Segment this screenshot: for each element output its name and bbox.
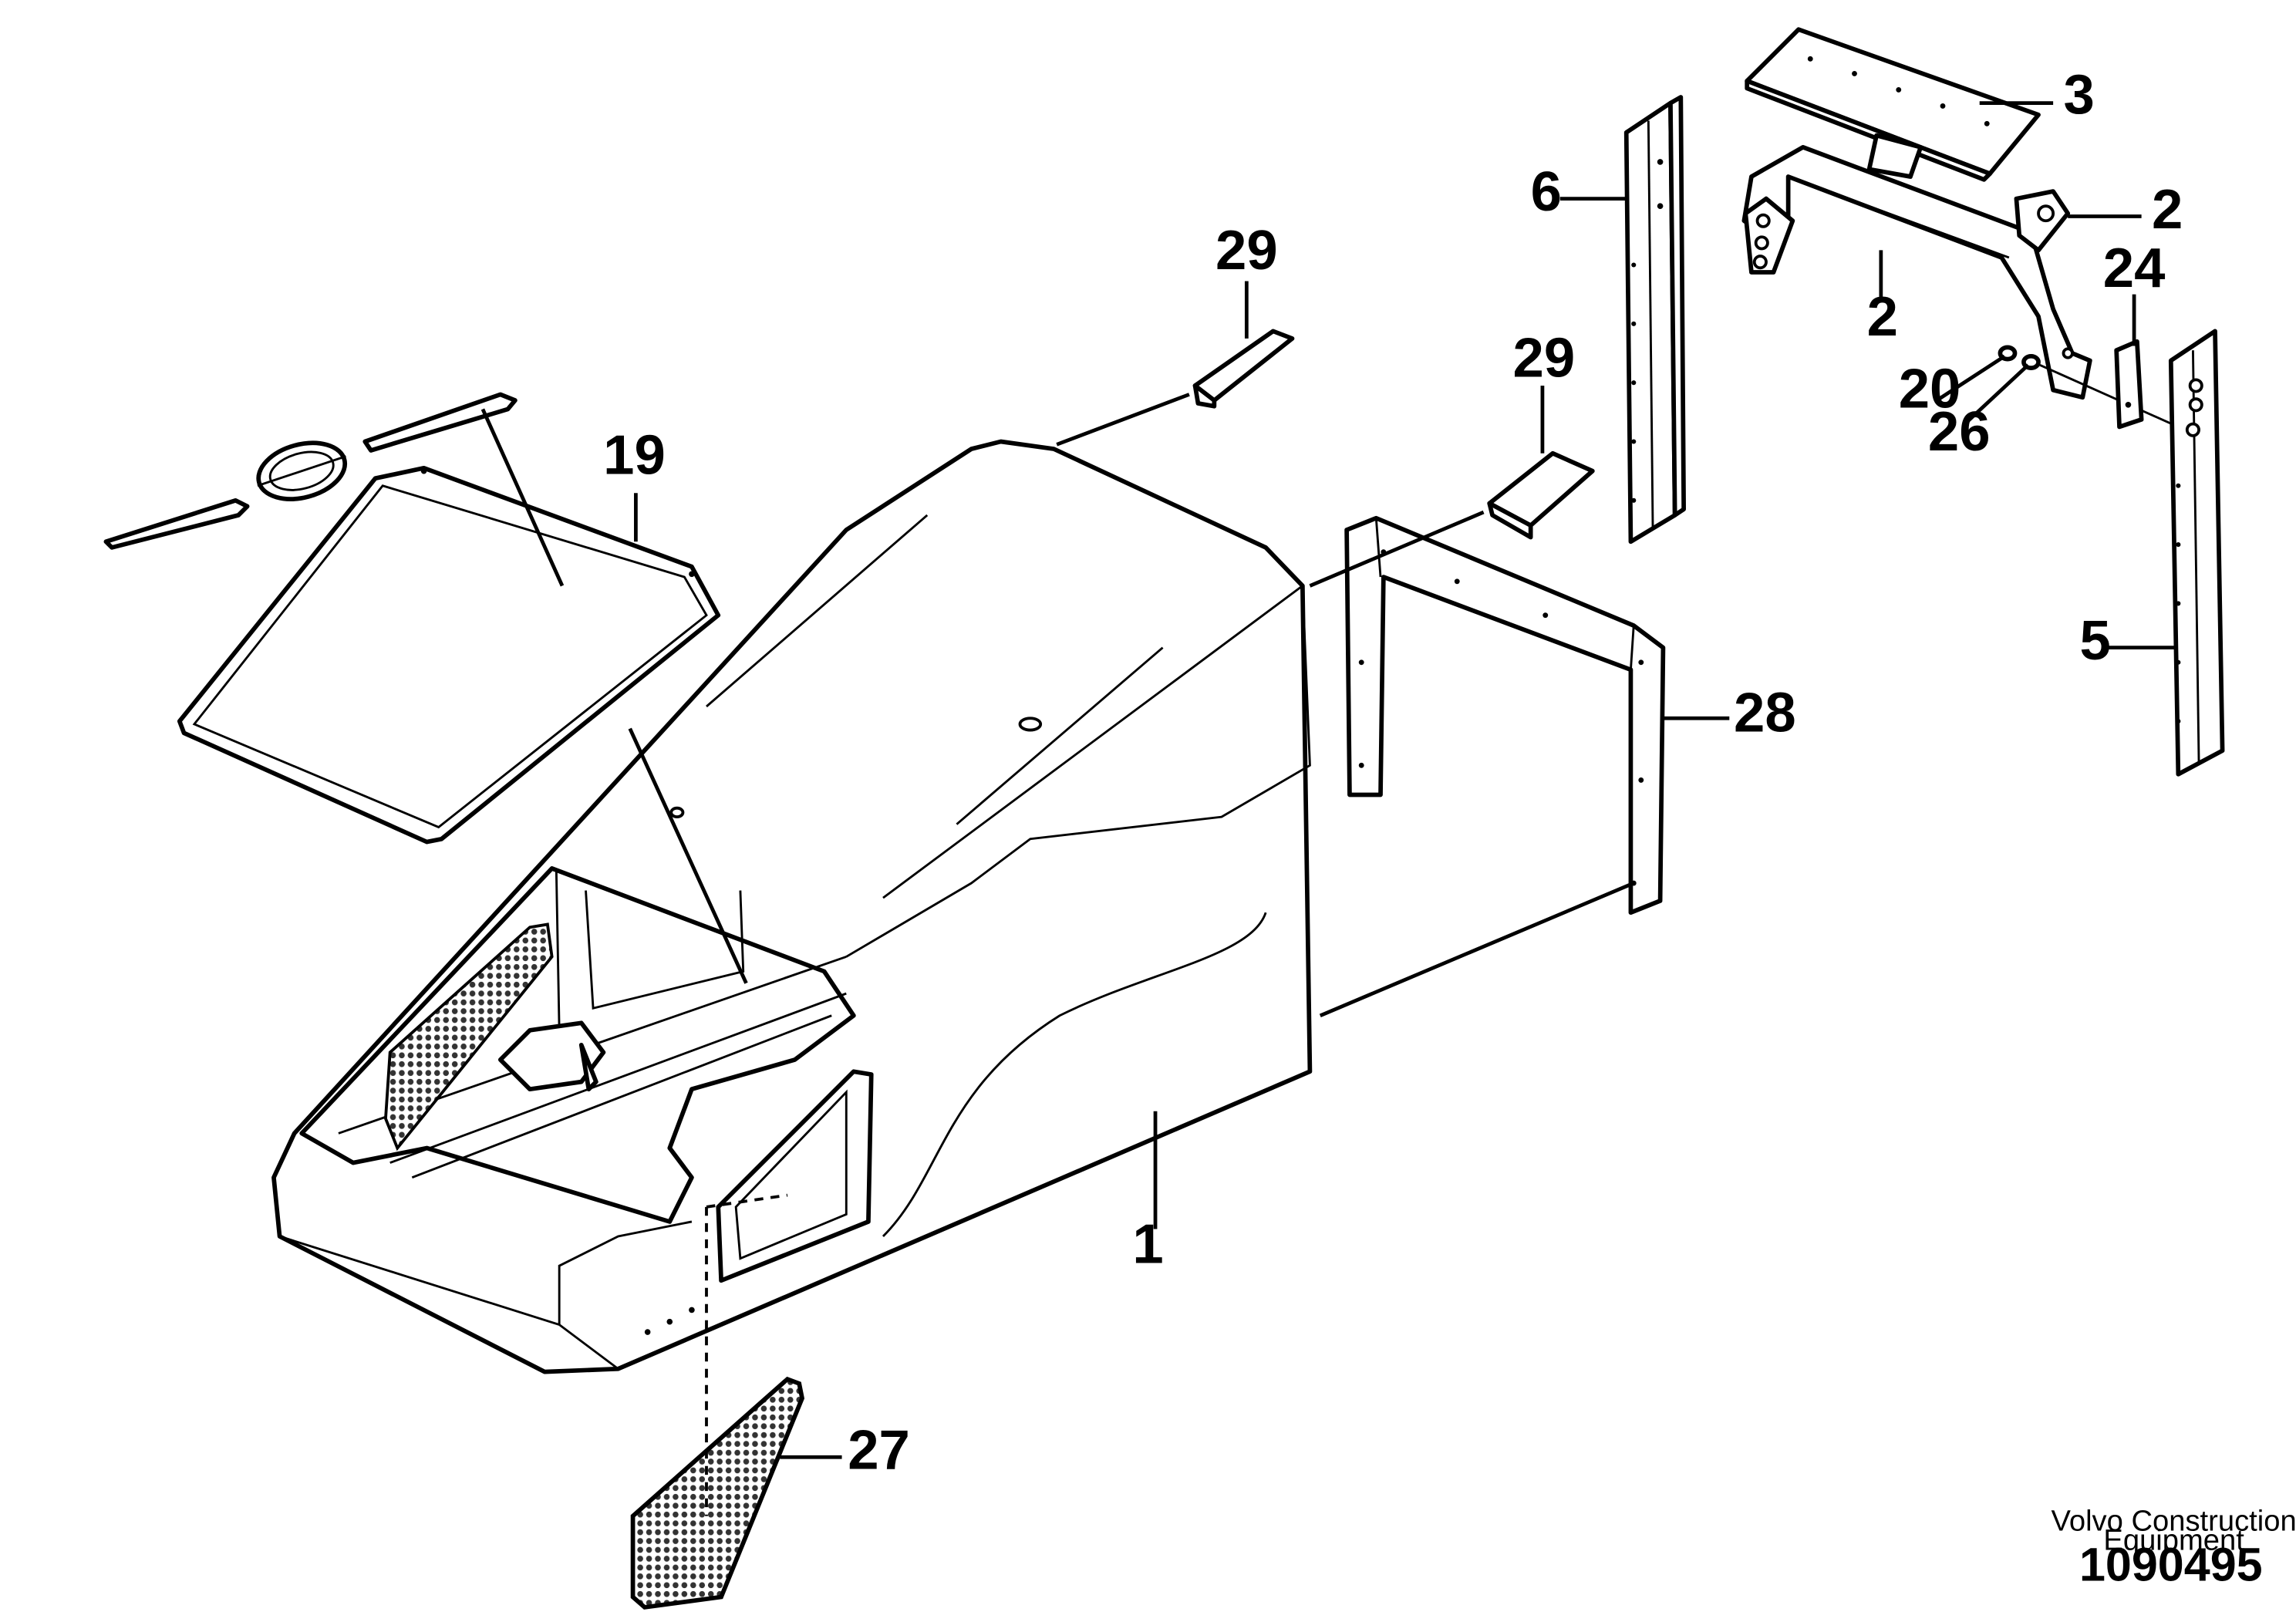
- rail-part-6: [1623, 95, 1686, 545]
- callout-19: 19: [603, 423, 666, 486]
- volvo-emblem-trim: [103, 392, 518, 550]
- pad-part-29-upper: [1192, 329, 1295, 409]
- seal-frame-part-28: [1344, 515, 1666, 916]
- callout-2-lower: 2: [1867, 285, 1898, 348]
- callout-24: 24: [2103, 237, 2166, 299]
- callout-28: 28: [1734, 681, 1796, 744]
- credit-line-2: Equipment: [2103, 1523, 2244, 1556]
- rail-part-5: [2168, 329, 2225, 777]
- callout-5: 5: [2079, 609, 2110, 672]
- engine-hood-part-1: [271, 439, 1313, 1374]
- credit-line-1: Volvo Construction: [2052, 1505, 2296, 1538]
- callout-26: 26: [1928, 400, 1991, 463]
- callout-29-lower: 29: [1513, 327, 1576, 389]
- callout-1: 1: [1132, 1212, 1163, 1275]
- callout-6: 6: [1531, 160, 1562, 223]
- leader-lines: [480, 101, 2176, 1516]
- window-glass-part-19: [177, 465, 721, 845]
- mesh-grille-part-27: [630, 1376, 805, 1610]
- bolt-axis-line: [2039, 363, 2179, 428]
- plate-part-24: [2114, 339, 2144, 430]
- callout-27: 27: [848, 1419, 910, 1482]
- callout-3: 3: [2063, 63, 2094, 126]
- pad-part-29-lower: [1487, 450, 1595, 540]
- callout-29-upper: 29: [1215, 219, 1278, 282]
- document-number: 1090495: [2079, 1539, 2263, 1591]
- callout-20: 20: [1899, 358, 1961, 420]
- callout-2-right: 2: [2152, 178, 2183, 241]
